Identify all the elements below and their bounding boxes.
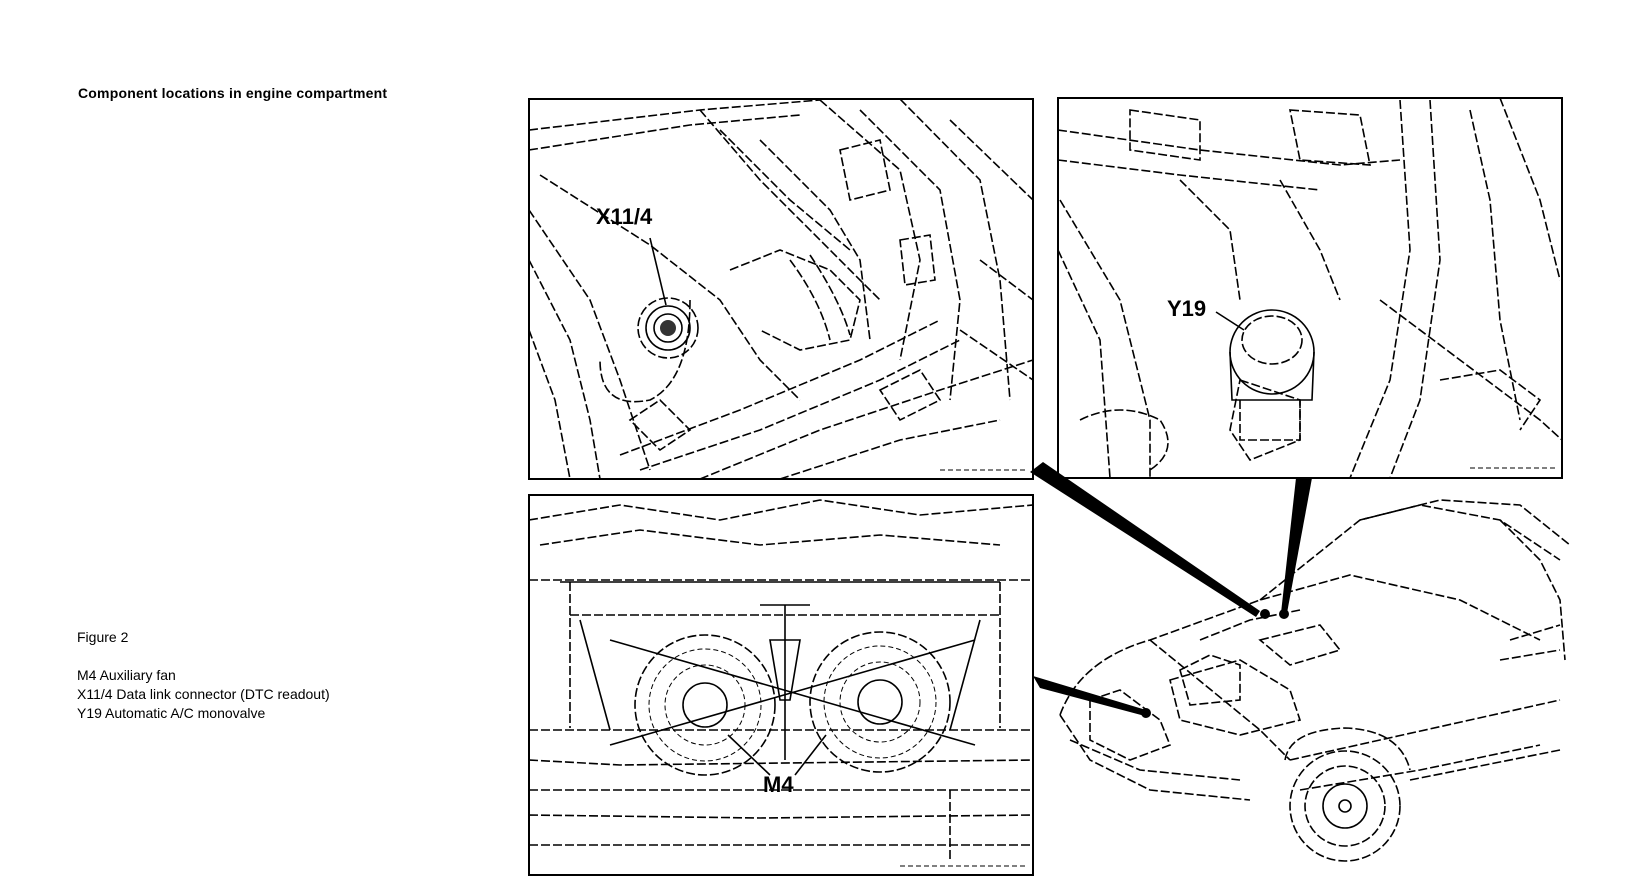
car-overview-illustration xyxy=(1059,499,1571,862)
legend-item-x11-4: X11/4 Data link connector (DTC readout) xyxy=(77,686,330,702)
inset-m4: M4 xyxy=(528,494,1034,876)
legend-item-m4: M4 Auxiliary fan xyxy=(77,667,176,683)
legend: Figure 2 M4 Auxiliary fan X11/4 Data lin… xyxy=(77,628,330,723)
callout-y19: Y19 xyxy=(1167,296,1206,321)
inset-x11-4: X11/4 xyxy=(528,98,1034,480)
inset-y19: Y19 xyxy=(1057,97,1563,479)
diagram-title: Component locations in engine compartmen… xyxy=(78,85,388,101)
callout-x11-4: X11/4 xyxy=(596,204,653,229)
figure-label: Figure 2 xyxy=(77,629,129,645)
callout-m4: M4 xyxy=(763,772,794,797)
legend-item-y19: Y19 Automatic A/C monovalve xyxy=(77,705,266,721)
pointer-lines xyxy=(1030,462,1312,716)
